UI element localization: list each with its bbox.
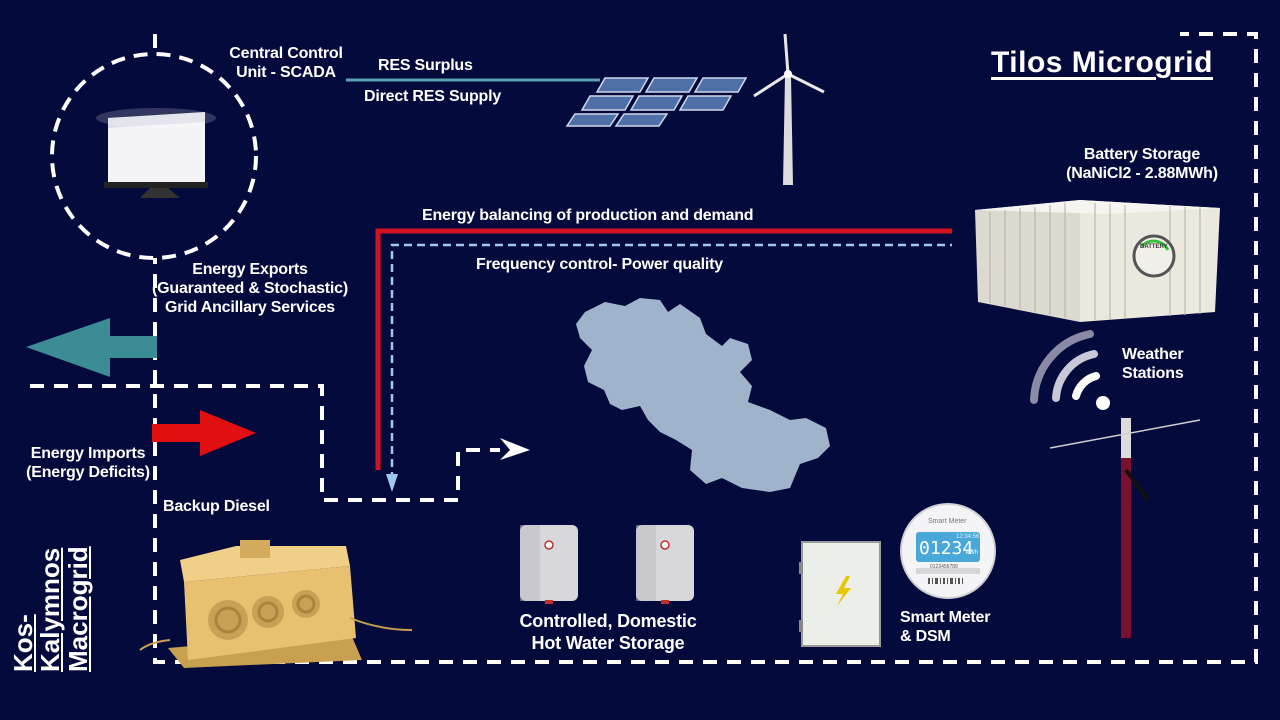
hot-water-storage-line1: Controlled, Domestic <box>519 611 697 631</box>
frequency-control-label: Frequency control- Power quality <box>476 256 723 273</box>
hot-water-storage-label: Controlled, Domestic Hot Water Storage <box>500 611 716 654</box>
smart-meter-line1: Smart Meter <box>900 609 991 626</box>
page-title: Tilos Microgrid <box>991 46 1213 79</box>
energy-exports-line2: (Guaranteed & Stochastic) <box>152 280 348 298</box>
weather-stations-line1: Weather <box>1122 346 1184 363</box>
smart-meter-icon <box>900 503 996 599</box>
water-heater-icon <box>520 525 578 604</box>
import-arrow <box>152 410 256 456</box>
energy-balancing-label: Energy balancing of production and deman… <box>422 207 754 224</box>
battery-storage-line2: (NaNiCl2 - 2.88MWh) <box>1066 165 1218 183</box>
weather-mast-icon <box>1049 418 1201 638</box>
smart-meter-line2: & DSM <box>900 628 951 646</box>
wind-turbine-icon <box>753 33 825 185</box>
energy-imports-line2: (Energy Deficits) <box>26 464 150 482</box>
meter-serial-text: 0123456789 <box>930 564 958 570</box>
weather-stations-line2: Stations <box>1122 365 1184 383</box>
battery-storage-line1: Battery Storage <box>1083 146 1201 163</box>
energy-exports-line1: Energy Exports <box>192 261 308 278</box>
energy-exports-label: Energy Exports (Guaranteed & Stochastic)… <box>148 260 352 318</box>
solar-panel-icon <box>565 77 748 127</box>
hot-water-storage-line2: Hot Water Storage <box>531 632 685 653</box>
meter-reading-text: 01234 <box>919 538 974 559</box>
monitor-icon <box>96 108 216 198</box>
smart-meter-label: Smart Meter & DSM <box>900 608 990 646</box>
flow-arrowhead <box>500 438 530 460</box>
export-arrow <box>26 318 157 377</box>
energy-exports-line3: Grid Ancillary Services <box>164 299 335 317</box>
wifi-signal-icon <box>1030 330 1110 410</box>
macrogrid-label-line3: Macrogrid <box>62 546 93 672</box>
meter-brand-text: Smart Meter <box>928 518 967 525</box>
scada-label-line2: Unit - SCADA <box>236 64 336 82</box>
energy-imports-label: Energy Imports (Energy Deficits) <box>20 444 156 482</box>
battery-container-icon <box>975 200 1220 322</box>
energy-imports-line1: Energy Imports <box>30 445 146 462</box>
macrogrid-boundary <box>30 384 500 502</box>
battery-badge-text: BATTERY <box>1140 244 1168 250</box>
battery-storage-label: Battery Storage (NaNiCl2 - 2.88MWh) <box>1052 145 1232 183</box>
backup-diesel-label: Backup Diesel <box>163 498 270 515</box>
macrogrid-label: Kos- Kalymnos Macrogrid <box>8 546 93 672</box>
microgrid-boundary <box>153 32 1258 664</box>
macrogrid-label-line1: Kos- <box>8 614 38 672</box>
frequency-arrowhead <box>386 474 398 492</box>
electrical-cabinet-icon <box>799 541 881 647</box>
weather-stations-label: Weather Stations <box>1122 345 1184 383</box>
scada-label-line1: Central Control <box>229 45 343 62</box>
meter-time-text: 12:34:56 <box>956 534 980 540</box>
scada-label: Central Control Unit - SCADA <box>222 44 350 82</box>
balancing-line <box>375 228 952 470</box>
res-surplus-label: RES Surplus <box>378 57 473 74</box>
direct-res-supply-label: Direct RES Supply <box>364 88 502 105</box>
water-heater-icon <box>636 525 694 604</box>
macrogrid-label-line2: Kalymnos <box>35 547 66 672</box>
frequency-line <box>390 243 952 480</box>
diesel-generator-icon <box>139 540 413 668</box>
meter-unit-text: kWh <box>966 550 978 556</box>
island-map-icon <box>576 298 830 492</box>
